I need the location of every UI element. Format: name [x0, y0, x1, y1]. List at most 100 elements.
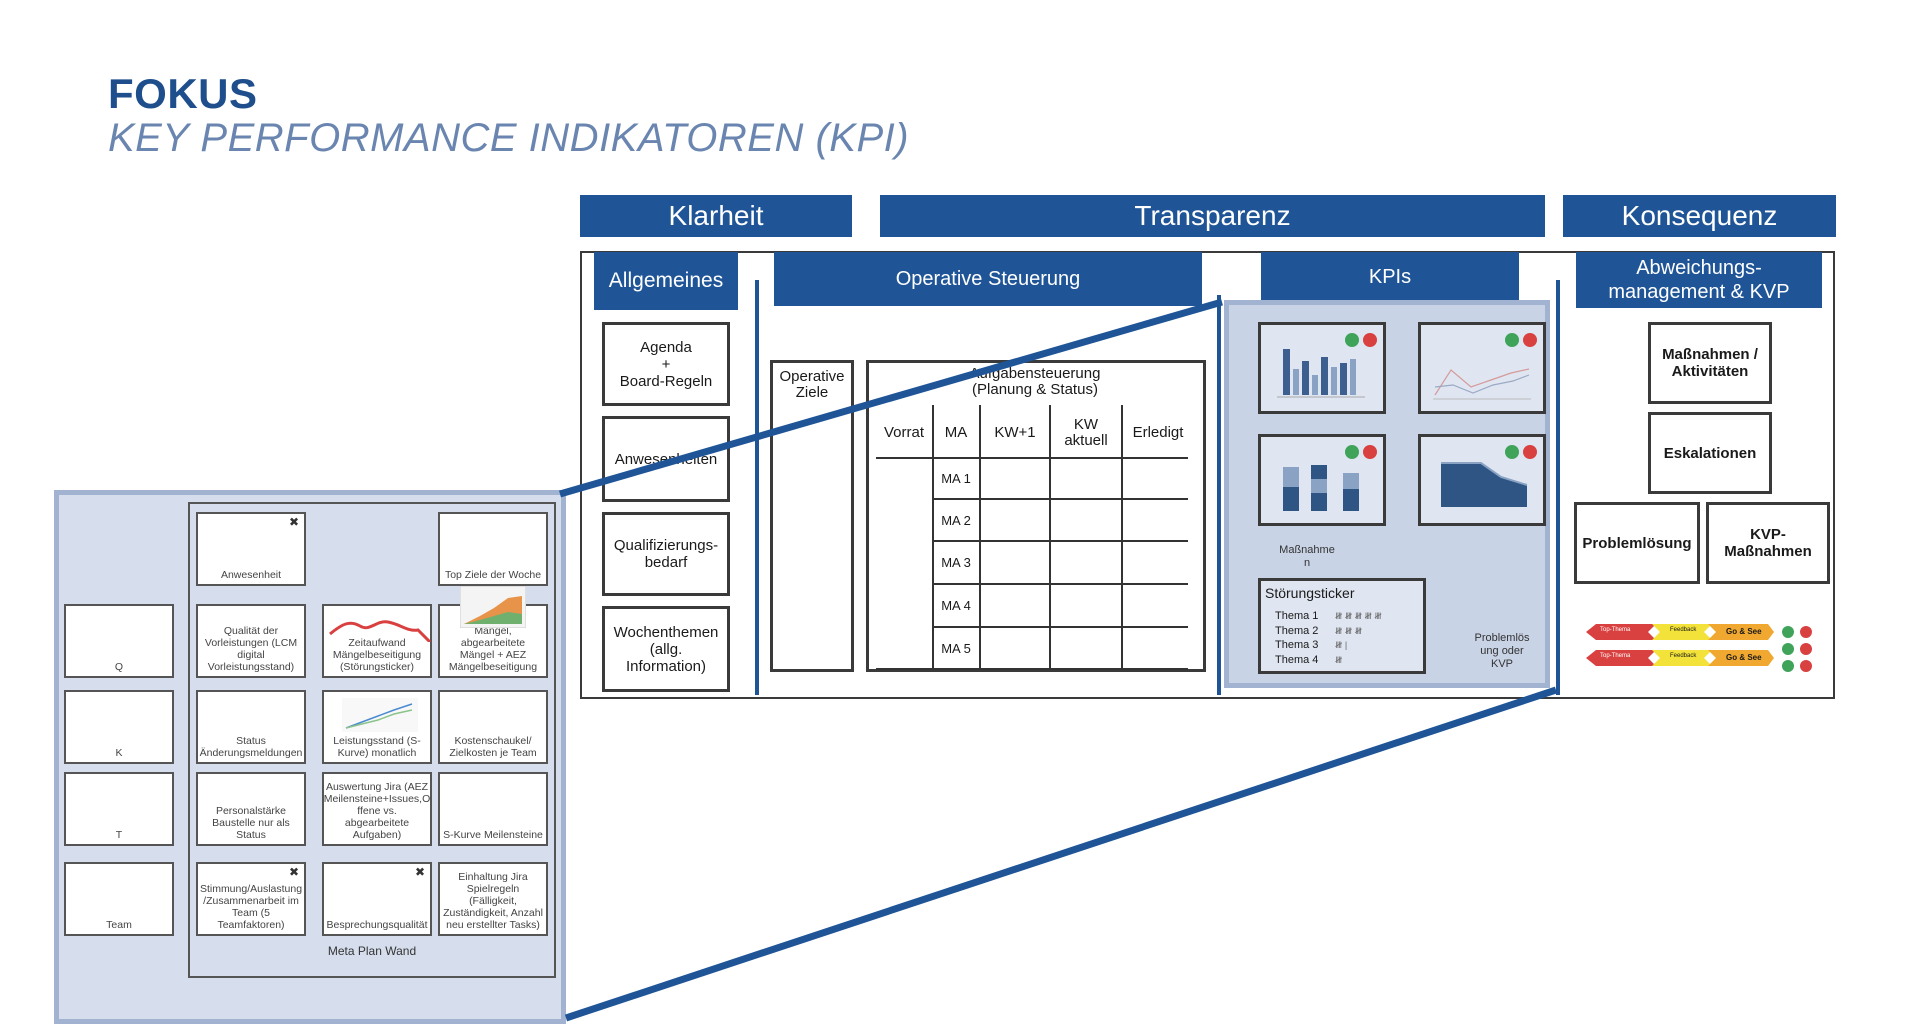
row-ma3: MA 3 — [941, 555, 971, 570]
tally-marks: 𝍸 — [1335, 654, 1343, 665]
status-red-dot — [1363, 333, 1377, 347]
card-qualitaet: Qualität der Vorleistungen (LCM digital … — [196, 604, 306, 678]
label-team: Team — [64, 862, 174, 936]
card-problemloesung: Problemlösung — [1574, 502, 1700, 584]
card-agenda: Agenda + Board-Regeln — [602, 322, 730, 406]
col-kw-aktuell: KW aktuell — [1064, 416, 1108, 449]
arrow-label-top-thema: Top-Thema — [1600, 627, 1631, 633]
kpi-stacked-chart-card — [1258, 434, 1386, 526]
arrow-label-go-see: Go & See — [1726, 627, 1762, 636]
page-subtitle: KEY PERFORMANCE INDIKATOREN (KPI) — [108, 116, 910, 160]
arrow-label-go-see: Go & See — [1726, 653, 1762, 662]
table-gridline — [876, 668, 1188, 670]
kpi-area-chart-card — [1418, 434, 1546, 526]
status-green-dot — [1505, 445, 1519, 459]
section-allgemeines: Allgemeines — [594, 252, 738, 310]
card-s-kurve: S-Kurve Meilensteine — [438, 772, 548, 846]
page-title: FOKUS — [108, 70, 258, 117]
card-eskalationen: Eskalationen — [1648, 412, 1772, 494]
divider-line — [1217, 295, 1221, 695]
arrow-label-feedback: Feedback — [1670, 653, 1697, 659]
bar-chart-icon — [1277, 349, 1365, 398]
card-qualifizierung: Qualifizierungs- bedarf — [602, 512, 730, 596]
card-personalstaerke: Personalstärke Baustelle nur als Status — [196, 772, 306, 846]
operative-ziele-label: Operative Ziele — [779, 368, 845, 401]
metaplan-frame — [188, 502, 556, 978]
tally-list: 𝍸 𝍸 𝍸 𝍸 𝍸 𝍸 𝍸 𝍸 𝍸 | 𝍸 — [1335, 609, 1382, 667]
card-leistungsstand-label: Leistungsstand (S-Kurve) monatlich — [333, 735, 421, 759]
sparkline-icon — [329, 620, 432, 642]
status-red-dot — [1523, 333, 1537, 347]
card-leistungsstand: Leistungsstand (S-Kurve) monatlich — [322, 690, 432, 764]
section-operative-steuerung: Operative Steuerung — [774, 252, 1202, 306]
stacked-bar-chart-icon — [1283, 465, 1359, 511]
thema-item: Thema 1 — [1275, 610, 1319, 622]
card-stimmung-label: Stimmung/Auslastung /Zusammenarbeit im T… — [199, 883, 303, 931]
card-top-ziele: Top Ziele der Woche — [438, 512, 548, 586]
col-erledigt: Erledigt — [1132, 424, 1184, 441]
tally-marks: 𝍸 | — [1335, 640, 1348, 650]
pin-icon: ✖ — [288, 515, 299, 529]
card-besprechung: ✖ Besprechungsqualität — [322, 862, 432, 936]
card-anwesenheit: ✖ Anwesenheit — [196, 512, 306, 586]
section-kpis: KPIs — [1261, 252, 1519, 302]
thema-item: Thema 3 — [1275, 639, 1319, 651]
arrow-chevrons — [1586, 624, 1812, 672]
col-kw1: KW+1 — [994, 424, 1036, 441]
arrow-rows: Top-Thema Feedback Go & See Top-Thema Fe… — [1586, 624, 1822, 676]
table-gridline — [979, 405, 981, 670]
metaplan-footer: Meta Plan Wand — [327, 944, 417, 958]
table-gridline — [932, 583, 1188, 585]
operative-ziele-card: Operative Ziele — [770, 360, 854, 672]
label-k: K — [64, 690, 174, 764]
table-gridline — [932, 540, 1188, 542]
row-ma5: MA 5 — [941, 640, 971, 656]
card-stimmung: ✖ Stimmung/Auslastung /Zusammenarbeit im… — [196, 862, 306, 936]
card-status-aenderung: Status Änderungsmeldungen — [196, 690, 306, 764]
thema-list: Thema 1 Thema 2 Thema 3 Thema 4 — [1275, 609, 1318, 667]
table-gridline — [932, 405, 934, 670]
status-green-dot — [1345, 445, 1359, 459]
line-chart-thumbnail — [342, 698, 418, 732]
table-gridline — [876, 457, 1188, 459]
status-red-dot — [1523, 445, 1537, 459]
area-chart-icon — [1441, 462, 1528, 507]
card-einhaltung-jira: Einhaltung Jira Spielregeln (Fälligkeit,… — [438, 862, 548, 936]
stoerungsticker-card: Störungsticker Thema 1 Thema 2 Thema 3 T… — [1258, 578, 1426, 674]
card-wochenthemen: Wochenthemen (allg. Information) — [602, 606, 730, 692]
divider-line — [755, 280, 759, 695]
card-anwesenheit-label: Anwesenheit — [220, 569, 282, 581]
row-ma1: MA 1 — [941, 471, 971, 486]
table-gridline — [1049, 405, 1051, 670]
tally-marks: 𝍸 𝍸 𝍸 𝍸 𝍸 — [1335, 611, 1382, 621]
table-gridline — [932, 626, 1188, 628]
card-anwesenheiten: Anwesenheiten — [602, 416, 730, 502]
status-red-dot — [1363, 445, 1377, 459]
section-abweichungsmanagement: Abweichungs- management & KVP — [1576, 252, 1822, 308]
card-auswertung-jira: Auswertung Jira (AEZ Meilensteine+Issues… — [322, 772, 432, 846]
problemloesung-label: Problemlös ung oder KVP — [1474, 632, 1530, 670]
card-zeitaufwand: Zeitaufwand Mängelbeseitigung (Störungst… — [322, 604, 432, 678]
klarheit-bar: Klarheit — [580, 195, 852, 237]
stoerungsticker-title: Störungsticker — [1265, 585, 1355, 601]
area-chart-thumbnail — [460, 586, 526, 628]
col-ma: MA — [944, 424, 968, 441]
card-kostenschaukel: Kostenschaukel/ Zielkosten je Team — [438, 690, 548, 764]
tally-marks: 𝍸 𝍸 𝍸 — [1335, 625, 1363, 636]
divider-line — [1556, 280, 1560, 695]
transparenz-bar: Transparenz — [880, 195, 1545, 237]
arrow-label-feedback: Feedback — [1670, 627, 1697, 633]
kpi-line-chart-card — [1418, 322, 1546, 414]
label-t: T — [64, 772, 174, 846]
table-gridline — [932, 498, 1188, 500]
col-vorrat: Vorrat — [883, 424, 925, 441]
konsequenz-bar: Konsequenz — [1563, 195, 1836, 237]
thema-item: Thema 4 — [1275, 653, 1319, 666]
arrow-label-top-thema: Top-Thema — [1600, 653, 1631, 659]
line-chart-icon — [1433, 368, 1531, 400]
status-green-dot — [1345, 333, 1359, 347]
card-massnahmen-aktivitaeten: Maßnahmen / Aktivitäten — [1648, 322, 1772, 404]
row-ma4: MA 4 — [941, 598, 971, 613]
table-gridline — [1121, 405, 1123, 670]
card-zeitaufwand-label: Zeitaufwand Mängelbeseitigung (Störungst… — [332, 637, 422, 673]
